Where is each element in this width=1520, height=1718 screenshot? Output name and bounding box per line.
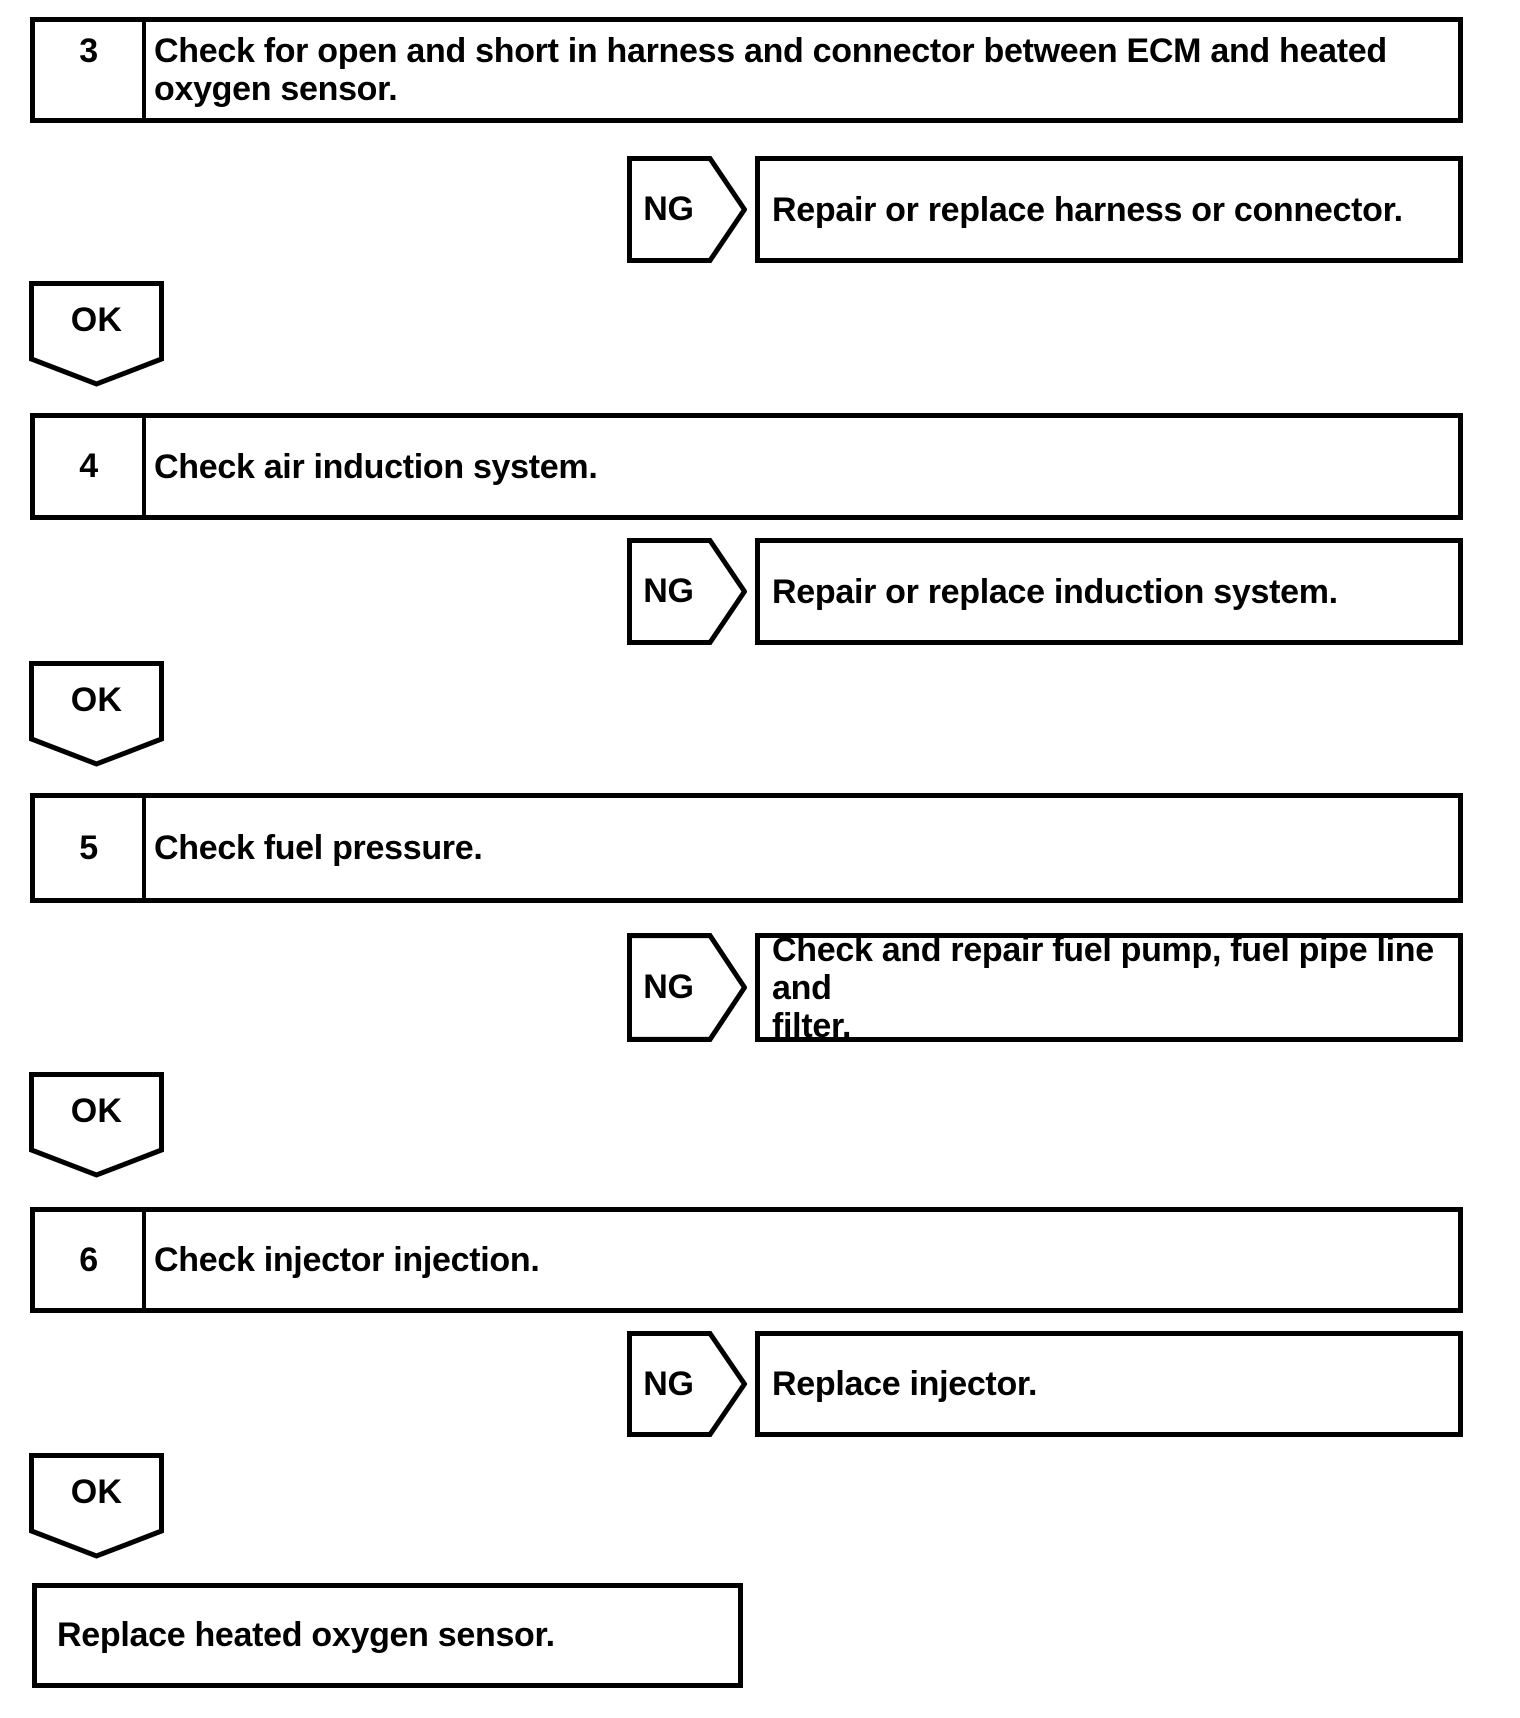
ok-label: OK — [70, 1092, 123, 1130]
step-box: 6 Check injector injection. — [30, 1207, 1463, 1313]
step-instruction: Check injector injection. — [154, 1241, 540, 1279]
right-arrow-pentagon-icon — [627, 1331, 747, 1437]
step-instruction: Check for open and short in harness and … — [154, 32, 1387, 108]
step-number-cell: 4 — [35, 418, 146, 515]
ng-pentagon: NG — [627, 156, 747, 263]
ok-pentagon: OK — [29, 1453, 164, 1559]
ok-pentagon: OK — [29, 281, 164, 387]
step-box: 5 Check fuel pressure. — [30, 793, 1463, 903]
step-number-cell: 6 — [35, 1212, 146, 1308]
ng-label: NG — [643, 1364, 694, 1403]
ng-pentagon: NG — [627, 933, 747, 1042]
right-arrow-pentagon-icon — [627, 156, 747, 263]
ng-label: NG — [643, 572, 694, 610]
ng-action-box: Check and repair fuel pump, fuel pipe li… — [755, 931, 1463, 1045]
final-action-box: Replace heated oxygen sensor. — [32, 1583, 743, 1688]
ng-label: NG — [643, 190, 694, 228]
down-arrow-pentagon-icon — [29, 1453, 164, 1559]
step-number-cell: 5 — [35, 798, 146, 898]
step-number: 5 — [79, 828, 98, 867]
step-instruction: Check air induction system. — [154, 447, 598, 486]
ng-pentagon: NG — [627, 1331, 747, 1437]
ng-action-box: Replace injector. — [755, 1331, 1463, 1437]
ng-label: NG — [643, 968, 694, 1006]
ok-label: OK — [70, 681, 123, 719]
step-number-cell: 3 — [35, 22, 146, 118]
step-number: 6 — [79, 1240, 98, 1279]
right-arrow-pentagon-icon — [627, 538, 747, 645]
ok-label: OK — [70, 301, 123, 339]
ng-action-box: Repair or replace induction system. — [755, 538, 1463, 645]
step-instruction: Check fuel pressure. — [154, 829, 483, 867]
ng-action-box: Repair or replace harness or connector. — [755, 156, 1463, 263]
right-arrow-pentagon-icon — [627, 933, 747, 1042]
step-number: 3 — [79, 31, 98, 70]
step-number: 4 — [79, 447, 98, 485]
ng-pentagon: NG — [627, 538, 747, 645]
down-arrow-pentagon-icon — [29, 1072, 164, 1178]
step-box: 3 Check for open and short in harness an… — [30, 17, 1463, 123]
step-box: 4 Check air induction system. — [30, 413, 1463, 520]
ok-pentagon: OK — [29, 1072, 164, 1178]
ok-label: OK — [70, 1473, 123, 1511]
down-arrow-pentagon-icon — [29, 281, 164, 387]
ok-pentagon: OK — [29, 661, 164, 767]
down-arrow-pentagon-icon — [29, 661, 164, 767]
